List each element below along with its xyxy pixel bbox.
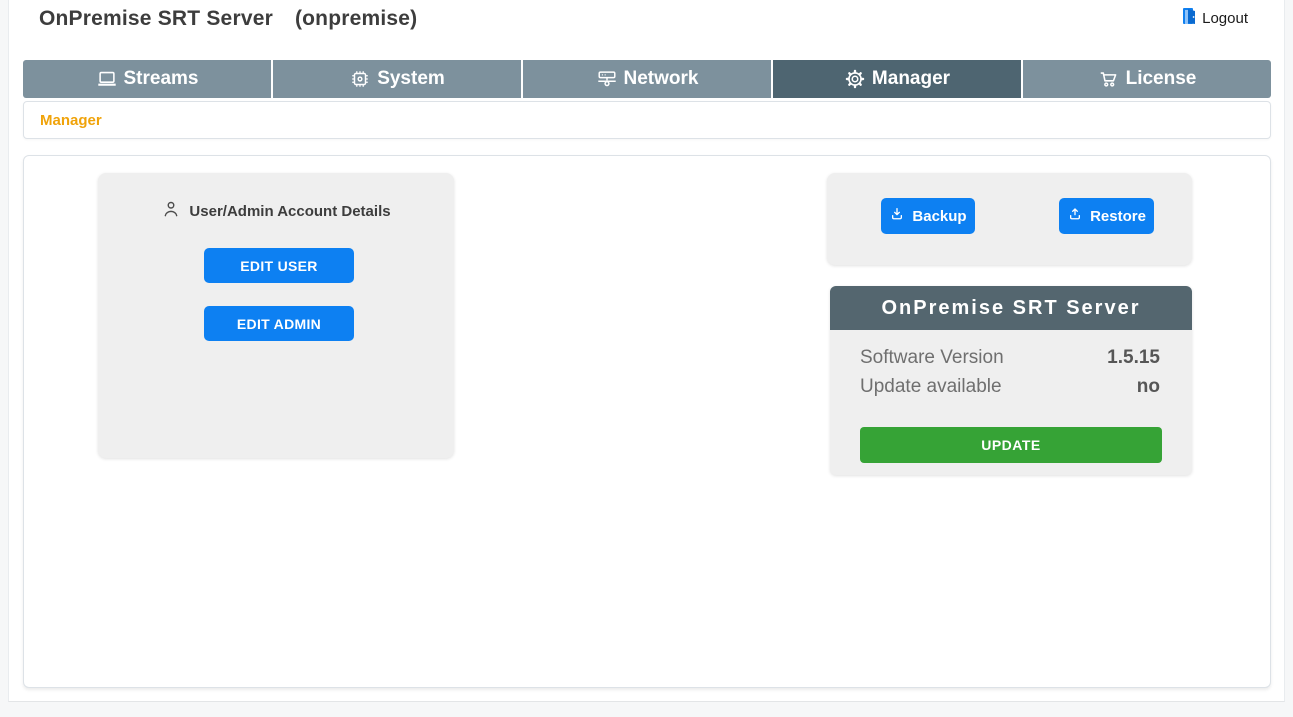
breadcrumb-label: Manager [40, 111, 102, 129]
app-title-text: OnPremise SRT Server [39, 7, 273, 30]
backup-button[interactable]: Backup [881, 198, 975, 234]
cpu-icon [349, 68, 371, 90]
update-available-value: no [1136, 376, 1160, 397]
update-available-label: Update available [860, 376, 1002, 397]
person-icon [161, 199, 181, 224]
restore-label: Restore [1090, 207, 1146, 225]
update-available-row: Update available no [830, 376, 1192, 398]
logout-label: Logout [1202, 10, 1248, 27]
account-card-header: User/Admin Account Details [98, 199, 454, 224]
laptop-icon [96, 68, 118, 90]
software-version-value: 1.5.15 [1107, 347, 1160, 368]
tab-network[interactable]: Network [523, 60, 771, 98]
tab-license[interactable]: License [1023, 60, 1271, 98]
tab-label: License [1125, 68, 1197, 89]
software-version-row: Software Version 1.5.15 [830, 347, 1192, 369]
update-button[interactable]: UPDATE [860, 427, 1162, 463]
cart-icon [1098, 68, 1120, 90]
account-card-title: User/Admin Account Details [189, 203, 391, 220]
main-panel: User/Admin Account Details EDIT USER EDI… [23, 155, 1271, 688]
tab-label: Streams [123, 68, 199, 89]
edit-admin-button[interactable]: EDIT ADMIN [204, 306, 354, 341]
tab-streams[interactable]: Streams [23, 60, 271, 98]
app-header: OnPremise SRT Server (onpremise) Logout [9, 0, 1284, 56]
server-info-card: OnPremise SRT Server Software Version 1.… [830, 286, 1192, 475]
page-title: OnPremise SRT Server (onpremise) [39, 7, 417, 31]
tab-system[interactable]: System [273, 60, 521, 98]
edit-user-button[interactable]: EDIT USER [204, 248, 354, 283]
logout-button[interactable]: Logout [1182, 7, 1248, 30]
restore-button[interactable]: Restore [1059, 198, 1154, 234]
software-version-label: Software Version [860, 347, 1004, 368]
gear-icon [844, 68, 866, 90]
breadcrumb: Manager [23, 101, 1271, 139]
network-icon [596, 68, 618, 90]
page-container: OnPremise SRT Server (onpremise) Logout [8, 0, 1285, 702]
tab-label: Manager [871, 68, 951, 89]
account-card: User/Admin Account Details EDIT USER EDI… [98, 173, 454, 458]
backup-restore-card: Backup Restore [827, 173, 1192, 265]
tab-label: System [377, 68, 445, 89]
nav-tabbar: Streams System N [23, 60, 1271, 98]
logout-door-icon [1182, 7, 1198, 30]
upload-icon [1067, 206, 1083, 226]
tab-label: Network [623, 68, 699, 89]
server-card-title: OnPremise SRT Server [830, 286, 1192, 330]
download-icon [889, 206, 905, 226]
backup-label: Backup [912, 207, 967, 225]
tab-manager[interactable]: Manager [773, 60, 1021, 98]
app-instance-text: (onpremise) [294, 7, 418, 30]
